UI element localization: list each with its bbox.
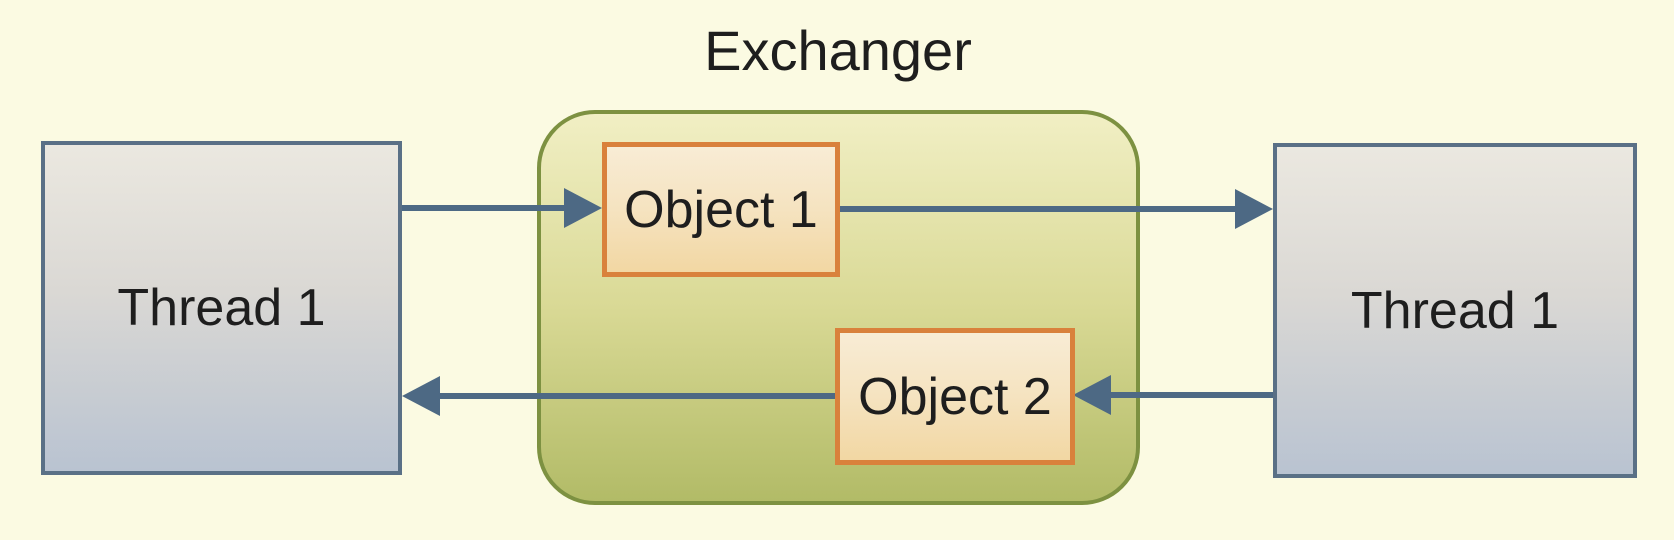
arrow-object1-to-thread-right-head-icon bbox=[1235, 189, 1273, 229]
arrow-thread-right-to-object2-line bbox=[1108, 392, 1273, 398]
arrow-thread-right-to-object2-head-icon bbox=[1073, 375, 1111, 415]
thread-right-label: Thread 1 bbox=[1350, 281, 1560, 340]
object1-node: Object 1 bbox=[602, 142, 840, 277]
arrow-object2-to-thread-left-head-icon bbox=[402, 376, 440, 416]
arrow-thread-left-to-object1-line bbox=[402, 205, 570, 211]
diagram-title: Exchanger bbox=[704, 18, 972, 82]
arrow-object1-to-thread-right-line bbox=[840, 206, 1238, 212]
arrow-thread-left-to-object1-head-icon bbox=[564, 188, 602, 228]
object2-label: Object 2 bbox=[858, 367, 1052, 426]
object2-node: Object 2 bbox=[835, 328, 1075, 465]
arrow-object2-to-thread-left-line bbox=[438, 393, 835, 399]
thread-right-node: Thread 1 bbox=[1273, 143, 1637, 478]
thread-left-node: Thread 1 bbox=[41, 141, 402, 475]
object1-label: Object 1 bbox=[624, 180, 818, 239]
thread-left-label: Thread 1 bbox=[117, 279, 326, 337]
